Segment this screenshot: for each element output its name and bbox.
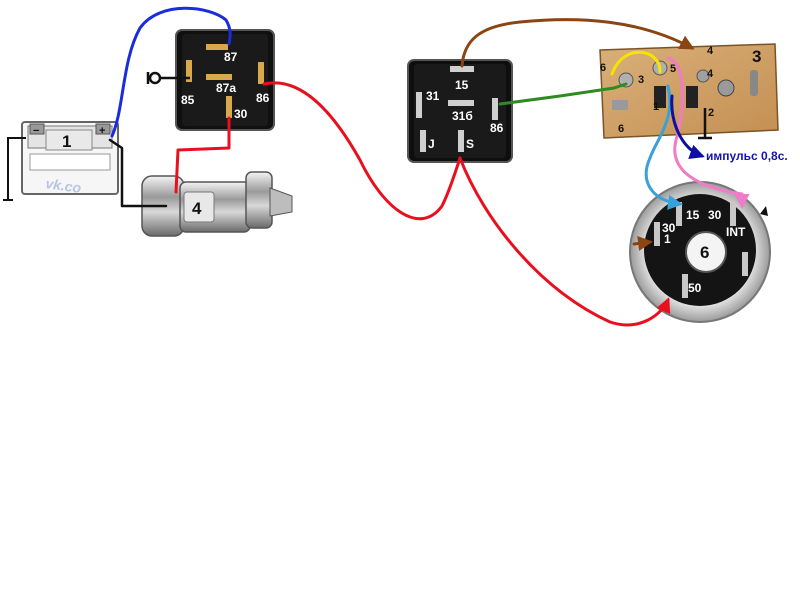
wire-blue — [110, 6, 232, 138]
switch-pin-50: 50 — [688, 281, 702, 295]
relay-main-pin-86: 86 — [256, 91, 270, 105]
impulse-label: импульс 0,8с. — [706, 149, 788, 163]
wire-brown-top — [460, 18, 695, 68]
relay-second-pin-J: J — [428, 137, 435, 151]
relay-main-pin-87a: 87a — [216, 81, 236, 95]
timer-pin-4-top: 4 — [707, 45, 714, 57]
relay-second-pin-31b: 31б — [452, 109, 473, 123]
timer-board-number: 3 — [752, 47, 761, 66]
wire-pink — [666, 56, 750, 209]
watermark: vk.co — [45, 175, 83, 196]
ignition-switch: 6 15 30 30 1 INT 50 — [629, 181, 771, 323]
switch-pin-15: 15 — [686, 208, 700, 222]
starter-motor: 4 — [141, 171, 293, 237]
relay-main-pin-87: 87 — [224, 50, 238, 64]
relay-main-pin-30: 30 — [234, 107, 248, 121]
battery: − + 1 vk.co — [21, 121, 119, 196]
relay-main-pin-85: 85 — [181, 93, 195, 107]
switch-pin-int: INT — [726, 225, 746, 239]
relay-second-pin-S: S — [466, 137, 474, 151]
battery-number: 1 — [62, 132, 71, 151]
switch-marker-icon — [760, 206, 768, 216]
wire-darkblue — [670, 94, 705, 159]
wire-green — [498, 82, 628, 106]
starter-number: 4 — [192, 199, 202, 218]
timer-pin-6-bottom: 6 — [618, 123, 624, 135]
timer-pin-2: 2 — [708, 107, 714, 119]
wire-red-starter — [174, 116, 231, 194]
switch-pin-30: 30 — [708, 208, 722, 222]
wires — [108, 6, 750, 327]
timer-pin-5: 5 — [670, 63, 676, 75]
relay-ground-icon — [146, 71, 190, 85]
timer-pin-6-top: 6 — [600, 62, 606, 74]
switch-number: 6 — [700, 243, 709, 262]
battery-ground-icon — [3, 137, 26, 201]
wire-red-switch — [458, 156, 671, 327]
relay-second-pin-15: 15 — [455, 78, 469, 92]
wire-red-main — [262, 81, 462, 221]
timer-pin-3: 3 — [638, 74, 644, 86]
relay-second-pin-86: 86 — [490, 121, 504, 135]
timer-ground-icon — [698, 108, 712, 140]
main-relay: 87 87a 85 86 30 — [175, 29, 275, 131]
timer-pin-1: 1 — [653, 101, 659, 113]
relay-second-pin-31: 31 — [426, 89, 440, 103]
battery-plus-sign: + — [99, 125, 105, 137]
second-relay: 15 31 31б 86 J S — [407, 59, 513, 163]
timer-board: 3 6 3 5 4 4 1 2 6 — [599, 43, 779, 139]
timer-pin-4-mid: 4 — [707, 68, 714, 80]
switch-pin-30-1-top: 30 — [662, 221, 676, 235]
wire-brown-switch — [632, 236, 653, 251]
wire-lightblue — [644, 84, 683, 210]
wire-yellow — [610, 50, 662, 76]
switch-pin-30-1-bottom: 1 — [664, 232, 671, 246]
battery-minus-sign: − — [33, 125, 39, 137]
wire-black — [108, 138, 168, 208]
